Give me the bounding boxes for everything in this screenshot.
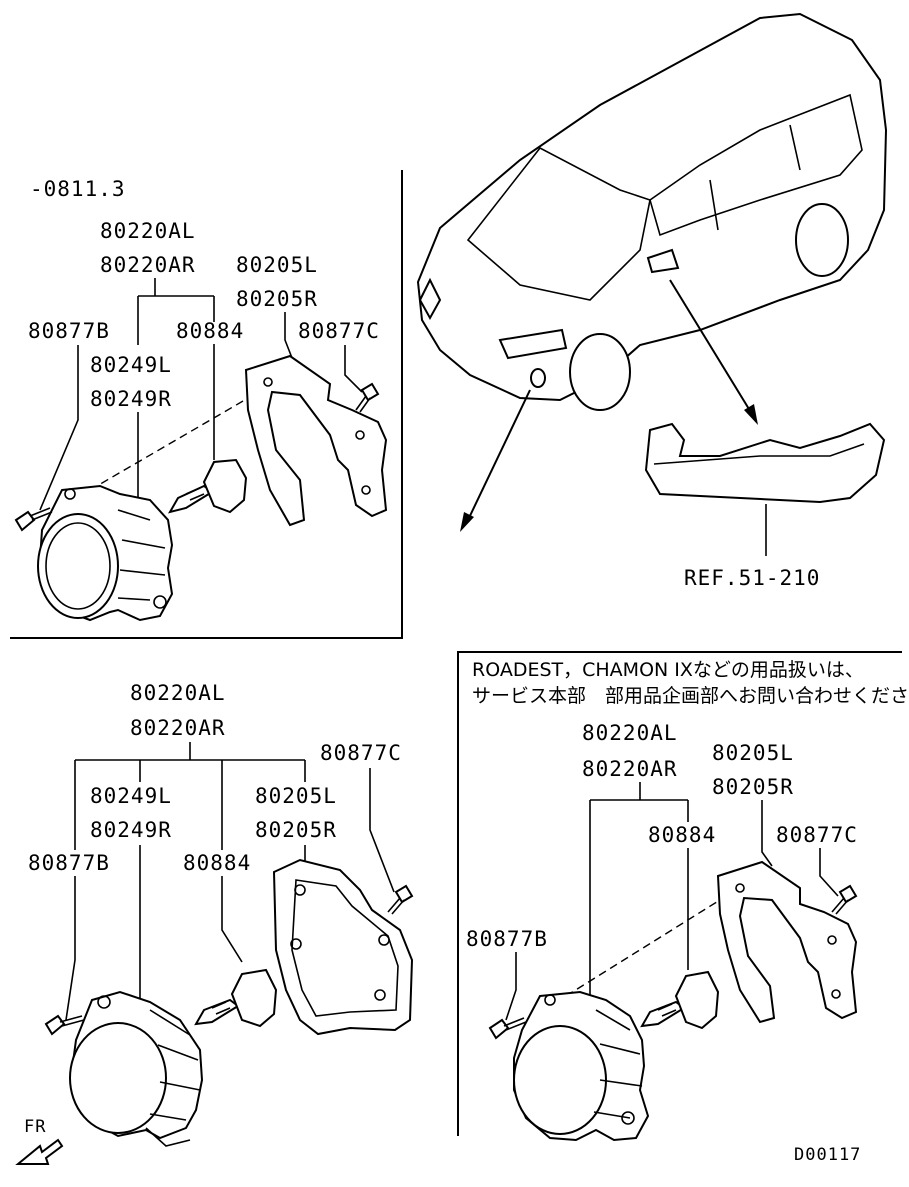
period-label: -0811.3 bbox=[30, 177, 126, 201]
part-number-80249R: 80249R bbox=[90, 387, 172, 411]
part-number-80220AR: 80220AR bbox=[130, 716, 226, 740]
part-number-80249L: 80249L bbox=[90, 353, 172, 377]
part-number-80877C: 80877C bbox=[320, 741, 402, 765]
screw-80877C bbox=[355, 382, 380, 413]
part-number-80877B: 80877B bbox=[466, 927, 548, 951]
bracket-80205 bbox=[716, 860, 858, 1024]
windshield bbox=[466, 146, 651, 301]
bulb-80884 bbox=[640, 970, 720, 1030]
leader-lines bbox=[505, 782, 839, 1021]
panel-2: 80220AL 80220AR 80877C 80249L 80205L 802… bbox=[15, 681, 414, 1165]
part-number-80877B: 80877B bbox=[28, 851, 110, 875]
fog-lamp-unit bbox=[37, 484, 174, 622]
part-number-80205L: 80205L bbox=[255, 784, 337, 808]
panel-3: ROADEST，CHAMON IXなどの用品扱いは、 サービス本部 部用品企画部… bbox=[457, 651, 909, 1142]
part-number-80205R: 80205R bbox=[236, 287, 318, 311]
door-mirror bbox=[646, 248, 680, 274]
vehicle-fog-lamp bbox=[530, 368, 546, 388]
bracket-80205 bbox=[272, 858, 414, 1036]
part-number-80205R: 80205R bbox=[712, 775, 794, 799]
part-number-80220AL: 80220AL bbox=[100, 219, 196, 243]
panel-1-border bbox=[10, 170, 403, 639]
screw-80877C bbox=[387, 884, 414, 915]
fog-lamp-arrowhead bbox=[460, 512, 474, 532]
leader-lines bbox=[39, 278, 363, 511]
part-number-80884: 80884 bbox=[183, 851, 251, 875]
part-number-80220AR: 80220AR bbox=[582, 757, 678, 781]
bulb-80884 bbox=[194, 968, 278, 1028]
part-number-80220AL: 80220AL bbox=[130, 681, 226, 705]
panel-1: -0811.3 80220AL 80220AR 80205L 80205R 80… bbox=[10, 170, 403, 639]
screw-80877B bbox=[44, 1014, 85, 1036]
vehicle-headlight bbox=[498, 328, 568, 360]
part-number-80877B: 80877B bbox=[28, 319, 110, 343]
part-number-80220AL: 80220AL bbox=[582, 721, 678, 745]
rear-wheel bbox=[795, 203, 849, 277]
front-wheel bbox=[569, 333, 631, 411]
accessory-note-line-2: サービス本部 部用品企画部へお問い合わせください bbox=[472, 685, 909, 707]
mirror-arrow bbox=[669, 279, 753, 415]
bulb-80884 bbox=[167, 458, 248, 514]
mirror-arrowhead bbox=[744, 404, 758, 425]
part-number-80884: 80884 bbox=[648, 823, 716, 847]
mirror-detail-line bbox=[653, 443, 865, 465]
part-number-80249R: 80249R bbox=[90, 818, 172, 842]
fog-lamp-arrow bbox=[467, 389, 531, 521]
part-number-80884: 80884 bbox=[176, 319, 244, 343]
fog-lamp-unit bbox=[513, 990, 650, 1142]
screw-80877B bbox=[14, 507, 53, 532]
diagram-id: D00117 bbox=[794, 1145, 861, 1165]
side-window bbox=[649, 93, 863, 237]
part-number-80877C: 80877C bbox=[298, 319, 380, 343]
front-label: FR bbox=[24, 1117, 46, 1137]
vehicle-illustration: REF.51-210 bbox=[416, 12, 888, 590]
part-number-80205L: 80205L bbox=[712, 741, 794, 765]
part-number-80205R: 80205R bbox=[255, 818, 337, 842]
reference-label: REF.51-210 bbox=[684, 566, 820, 590]
front-arrow-icon bbox=[15, 1138, 64, 1165]
bracket-80205 bbox=[244, 354, 388, 527]
part-number-80249L: 80249L bbox=[90, 784, 172, 808]
window-pillars bbox=[709, 124, 801, 231]
part-number-80877C: 80877C bbox=[776, 823, 858, 847]
front-direction-indicator: FR bbox=[15, 1117, 64, 1165]
part-number-80205L: 80205L bbox=[236, 253, 318, 277]
screw-80877B bbox=[488, 1017, 527, 1040]
screw-80877C bbox=[831, 884, 858, 915]
accessory-note-line-1: ROADEST，CHAMON IXなどの用品扱いは、 bbox=[472, 659, 864, 681]
fog-lamp-unit bbox=[69, 990, 204, 1147]
panel-3-border bbox=[457, 651, 902, 1136]
door-mirror-detail bbox=[644, 422, 886, 504]
part-number-80220AR: 80220AR bbox=[100, 253, 196, 277]
vehicle-grille-light bbox=[418, 277, 442, 321]
leader-lines bbox=[65, 742, 395, 1021]
